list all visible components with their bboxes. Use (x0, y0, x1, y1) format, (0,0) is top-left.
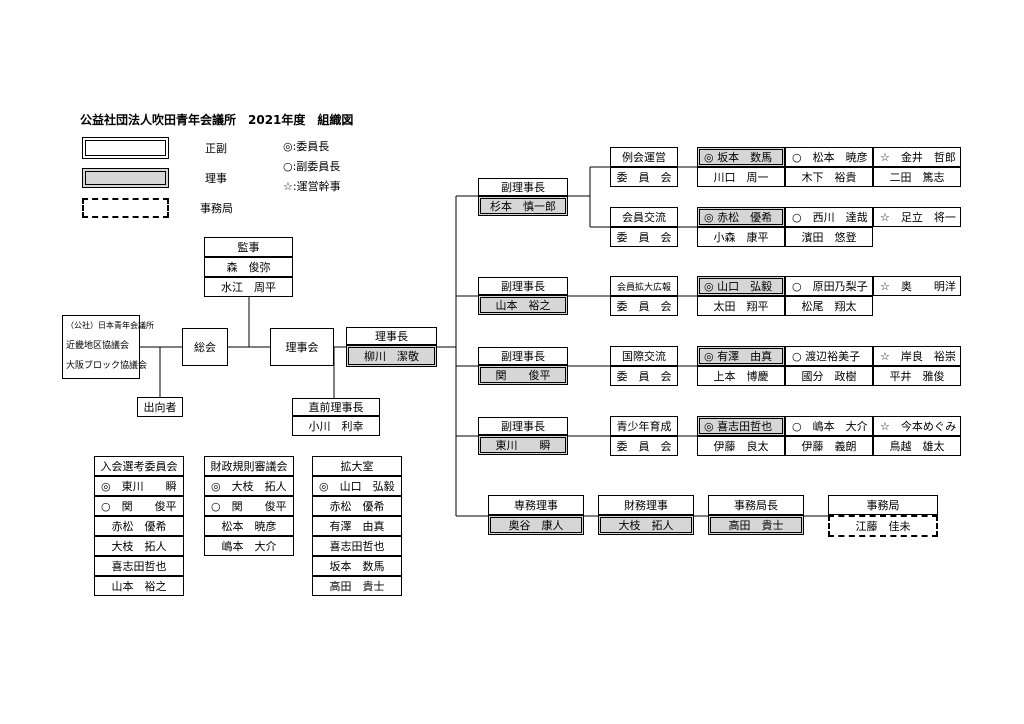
side-3-row: 赤松 優希 (312, 496, 402, 516)
officer-2-title: 財務理事 (598, 495, 694, 515)
committee-4-mgr: ☆ 岸良 裕崇 (873, 346, 961, 366)
legend-label-jimukyoku: 事務局 (200, 202, 233, 215)
legend-swatch-riji (82, 168, 169, 188)
committee-4-member-2: 國分 政樹 (785, 366, 873, 386)
side-1-row: ○ 関 俊平 (94, 496, 184, 516)
side-2-row: 松本 暁彦 (204, 516, 294, 536)
committee-5-label: 委 員 会 (610, 436, 678, 456)
committee-4-name: 国際交流 (610, 346, 678, 366)
side-1-row: ◎ 東川 瞬 (94, 476, 184, 496)
committee-4-member-3: 平井 雅俊 (873, 366, 961, 386)
zen-rijicho-name: 小川 利幸 (292, 416, 380, 436)
committee-1-mgr: ☆ 金井 哲郎 (873, 147, 961, 167)
vp-3-title: 副理事長 (478, 347, 568, 365)
legend-label-riji: 理事 (205, 172, 227, 185)
committee-4-vice: ○ 渡辺裕美子 (785, 346, 873, 366)
soukai-box: 総会 (182, 328, 228, 366)
officer-1-title: 専務理事 (488, 495, 584, 515)
kanji-member-1: 森 俊弥 (204, 257, 293, 277)
side-2-row: ○ 関 俊平 (204, 496, 294, 516)
legend-label-seifuku: 正副 (205, 142, 227, 155)
committee-3-vice: ○ 原田乃梨子 (785, 276, 873, 296)
legend-swatch-seifuku (82, 137, 169, 159)
vp-1-title: 副理事長 (478, 178, 568, 196)
legend-vice: ○:副委員長 (283, 160, 341, 173)
officer-1-name: 奥谷 康人 (488, 515, 584, 535)
vp-1-name: 杉本 慎一郎 (478, 196, 568, 216)
side-3-row: 有澤 由真 (312, 516, 402, 536)
committee-2-member-1: 小森 康平 (697, 227, 785, 247)
side-3-row: 喜志田哲也 (312, 536, 402, 556)
committee-3-member-1: 太田 翔平 (697, 296, 785, 316)
rijicho-title: 理事長 (346, 327, 437, 345)
rijikai-box: 理事会 (270, 328, 334, 366)
officer-4-name: 江藤 佳未 (828, 515, 938, 537)
side-3-row: 坂本 数馬 (312, 556, 402, 576)
committee-5-member-2: 伊藤 義朗 (785, 436, 873, 456)
side-3-row: 高田 貴士 (312, 576, 402, 596)
committee-5-vice: ○ 嶋本 大介 (785, 416, 873, 436)
external-org-box (62, 315, 140, 379)
external-line1: （公社）日本青年会議所 (66, 321, 154, 330)
legend-mgr: ☆:運営幹事 (283, 180, 341, 193)
committee-2-name: 会員交流 (610, 207, 678, 227)
officer-4-title: 事務局 (828, 495, 938, 515)
committee-2-mgr: ☆ 足立 将一 (873, 207, 961, 227)
legend-chair: ◎:委員長 (283, 140, 330, 153)
committee-1-member-3: 二田 篤志 (873, 167, 961, 187)
committee-1-name: 例会運営 (610, 147, 678, 167)
committee-1-member-1: 川口 周一 (697, 167, 785, 187)
vp-3-name: 関 俊平 (478, 365, 568, 385)
officer-3-title: 事務局長 (708, 495, 804, 515)
committee-5-name: 青少年育成 (610, 416, 678, 436)
kanji-title: 監事 (204, 237, 293, 257)
committee-3-chair: ◎ 山口 弘毅 (697, 276, 785, 296)
shukkousha-box: 出向者 (137, 397, 183, 417)
vp-4-title: 副理事長 (478, 417, 568, 435)
committee-3-member-2: 松尾 翔太 (785, 296, 873, 316)
side-1-title: 入会選考委員会 (94, 456, 184, 476)
side-2-row: 嶋本 大介 (204, 536, 294, 556)
external-line2: 近畿地区協議会 (66, 341, 130, 351)
committee-1-member-2: 木下 裕貴 (785, 167, 873, 187)
committee-5-member-1: 伊藤 良太 (697, 436, 785, 456)
committee-4-label: 委 員 会 (610, 366, 678, 386)
side-2-row: ◎ 大枝 拓人 (204, 476, 294, 496)
side-1-row: 喜志田哲也 (94, 556, 184, 576)
side-3-title: 拡大室 (312, 456, 402, 476)
side-1-row: 大枝 拓人 (94, 536, 184, 556)
committee-4-member-1: 上本 博慶 (697, 366, 785, 386)
rijicho-name: 柳川 潔敬 (346, 345, 437, 367)
committee-1-vice: ○ 松本 暁彦 (785, 147, 873, 167)
vp-2-name: 山本 裕之 (478, 295, 568, 315)
vp-4-name: 東川 瞬 (478, 435, 568, 455)
zen-rijicho-title: 直前理事長 (292, 398, 380, 416)
vp-2-title: 副理事長 (478, 277, 568, 295)
committee-4-chair: ◎ 有澤 由真 (697, 346, 785, 366)
officer-3-name: 高田 貴士 (708, 515, 804, 535)
committee-5-member-3: 鳥越 雄太 (873, 436, 961, 456)
committee-2-member-2: 濱田 悠登 (785, 227, 873, 247)
committee-3-name: 会員拡大広報 (610, 276, 678, 296)
committee-2-vice: ○ 西川 達哉 (785, 207, 873, 227)
committee-2-label: 委 員 会 (610, 227, 678, 247)
side-2-title: 財政規則審議会 (204, 456, 294, 476)
side-1-row: 山本 裕之 (94, 576, 184, 596)
kanji-member-2: 水江 周平 (204, 277, 293, 297)
side-1-row: 赤松 優希 (94, 516, 184, 536)
committee-3-label: 委 員 会 (610, 296, 678, 316)
committee-5-mgr: ☆ 今本めぐみ (873, 416, 961, 436)
committee-3-mgr: ☆ 奥 明洋 (873, 276, 961, 296)
committee-2-chair: ◎ 赤松 優希 (697, 207, 785, 227)
side-3-row: ◎ 山口 弘毅 (312, 476, 402, 496)
legend-swatch-jimukyoku (82, 198, 169, 218)
page-title: 公益社団法人吹田青年会議所 2021年度 組織図 (80, 113, 354, 127)
committee-5-chair: ◎ 喜志田哲也 (697, 416, 785, 436)
officer-2-name: 大枝 拓人 (598, 515, 694, 535)
committee-1-chair: ◎ 坂本 数馬 (697, 147, 785, 167)
committee-1-label: 委 員 会 (610, 167, 678, 187)
external-line3: 大阪ブロック協議会 (66, 361, 148, 371)
